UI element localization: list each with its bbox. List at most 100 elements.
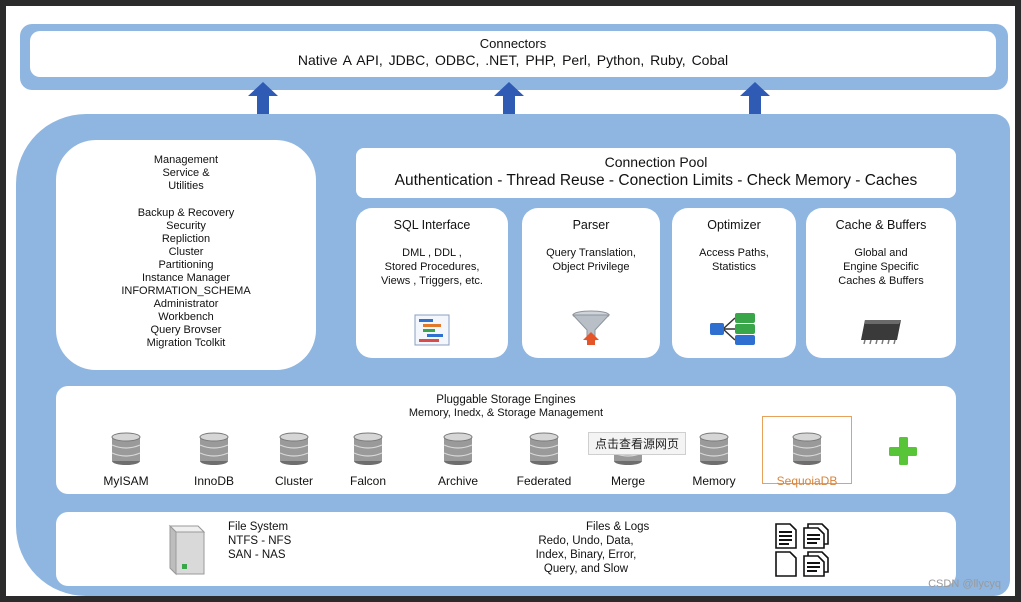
module-body-line: Engine Specific — [843, 261, 919, 273]
management-item: Repliction — [161, 233, 211, 245]
module-body-line: Global and — [854, 247, 908, 259]
blank-document-icon — [775, 551, 797, 577]
management-title: Management Service & Utilities — [56, 154, 316, 193]
module-title: SQL Interface — [393, 218, 471, 232]
funnel-icon — [571, 310, 611, 345]
connection-pool-panel: Connection Pool Authentication - Thread … — [356, 148, 956, 198]
engine-myisam: MyISAM — [84, 432, 168, 488]
management-title-line: Utilities — [168, 180, 204, 192]
module-body-line: Query Translation, — [546, 247, 636, 259]
file-system-line: File System — [228, 521, 289, 533]
management-item: Partitioning — [158, 259, 214, 271]
management-item: Security — [166, 220, 206, 232]
database-icon — [279, 432, 309, 465]
files-logs-line: Index, Binary, Error, — [535, 549, 637, 561]
file-system-line: SAN - NAS — [228, 549, 286, 561]
document-icons — [775, 523, 829, 577]
management-item: Backup & Recovery — [137, 207, 235, 219]
management-title-line: Management — [153, 154, 219, 166]
management-item: Migration Tcolkit — [146, 337, 226, 349]
memory-chip-icon — [861, 320, 901, 345]
flowchart-icon — [710, 313, 755, 345]
server-band: Management Service & Utilities Backup & … — [16, 114, 1010, 596]
engine-label: SequoiaDB — [776, 474, 838, 488]
engine-label: Merge — [610, 474, 645, 488]
documents-icon — [803, 523, 829, 549]
connectors-title: Connectors — [479, 36, 547, 51]
engine-label: Archive — [437, 474, 478, 488]
module-body-line: Stored Procedures, — [384, 261, 480, 273]
database-icon — [111, 432, 141, 465]
connectors-list: Native A API, JDBC, ODBC, .NET, PHP, Per… — [297, 52, 729, 68]
database-icon — [699, 432, 729, 465]
database-icon — [199, 432, 229, 465]
file-system-line: NTFS - NFS — [228, 535, 292, 547]
files-logs-panel: File System NTFS - NFS SAN - NAS Files &… — [56, 512, 956, 586]
module-body-line: Object Privilege — [552, 261, 630, 273]
module-body-line: Statistics — [711, 261, 756, 273]
files-logs-text: Files & Logs Redo, Undo, Data, Index, Bi… — [476, 520, 696, 576]
files-logs-line: Redo, Undo, Data, — [538, 535, 634, 547]
cache-buffers-panel: Cache & Buffers Global and Engine Specif… — [806, 208, 956, 358]
sequoiadb-highlight-box — [762, 416, 852, 484]
engine-memory: Memory — [672, 432, 756, 488]
plus-icon — [889, 437, 917, 465]
engine-archive: Archive — [416, 432, 500, 488]
view-source-tooltip[interactable]: 点击查看源网页 — [588, 432, 687, 455]
management-item: INFORMATION_SCHEMA — [121, 285, 251, 297]
page: Connectors Native A API, JDBC, ODBC, .NE… — [6, 6, 1015, 596]
management-panel: Management Service & Utilities Backup & … — [56, 140, 316, 370]
engine-label: Cluster — [274, 474, 313, 488]
module-title: Optimizer — [707, 218, 761, 232]
watermark: CSDN @llycyq — [928, 578, 1001, 590]
module-body-line: DML , DDL , — [402, 247, 462, 259]
management-item: Cluster — [168, 246, 204, 258]
sql-interface-icon — [414, 314, 450, 346]
engine-federated: Federated — [502, 432, 586, 488]
hard-drive-icon — [168, 524, 206, 576]
database-icon — [529, 432, 559, 465]
parser-panel: Parser Query Translation, Object Privile… — [522, 208, 660, 358]
storage-engines-panel: Pluggable Storage Engines Memory, Inedx,… — [56, 386, 956, 494]
management-item: Query Brovser — [150, 324, 222, 336]
storage-engines-subtitle: Memory, Inedx, & Storage Management — [408, 407, 604, 419]
module-body-line: Access Paths, — [699, 247, 769, 259]
engine-sequoiadb: SequoiaDB — [765, 432, 849, 488]
engine-cluster: Cluster — [252, 432, 336, 488]
optimizer-panel: Optimizer Access Paths, Statistics — [672, 208, 796, 358]
documents-stack-icon — [803, 551, 829, 577]
connectors-band: Connectors Native A API, JDBC, ODBC, .NE… — [20, 24, 1008, 90]
database-icon — [353, 432, 383, 465]
file-system-text: File System NTFS - NFS SAN - NAS — [228, 520, 291, 562]
files-logs-title: Files & Logs — [586, 521, 650, 533]
sql-interface-panel: SQL Interface DML , DDL , Stored Procedu… — [356, 208, 508, 358]
engine-label: Federated — [516, 474, 572, 488]
connection-pool-subtitle: Authentication - Thread Reuse - Conectio… — [394, 172, 918, 189]
files-logs-line: Query, and Slow — [543, 563, 629, 575]
engine-label: InnoDB — [193, 474, 235, 488]
database-icon — [792, 432, 822, 465]
module-body: Global and Engine Specific Caches & Buff… — [806, 246, 956, 288]
module-body: DML , DDL , Stored Procedures, Views , T… — [356, 246, 508, 288]
module-title: Cache & Buffers — [835, 218, 927, 232]
engine-label: Falcon — [349, 474, 387, 488]
management-title-line: Service & — [162, 167, 210, 179]
storage-engines-title: Pluggable Storage Engines — [436, 394, 576, 406]
management-item: Workbench — [158, 311, 214, 323]
management-list: Backup & Recovery Security Repliction Cl… — [56, 207, 316, 350]
connection-pool-title: Connection Pool — [604, 154, 708, 170]
management-item: Instance Manager — [141, 272, 231, 284]
management-item: Administrator — [153, 298, 219, 310]
module-body-line: Views , Triggers, etc. — [381, 275, 483, 287]
document-icon — [775, 523, 797, 549]
database-icon — [443, 432, 473, 465]
engine-falcon: Falcon — [326, 432, 410, 488]
connectors-box: Connectors Native A API, JDBC, ODBC, .NE… — [30, 31, 996, 77]
module-body-line: Caches & Buffers — [838, 275, 924, 287]
module-body: Access Paths, Statistics — [672, 246, 796, 274]
engine-label: Memory — [692, 474, 736, 488]
module-body: Query Translation, Object Privilege — [522, 246, 660, 274]
module-title: Parser — [572, 218, 610, 232]
engine-label: MyISAM — [103, 474, 149, 488]
engine-innodb: InnoDB — [172, 432, 256, 488]
